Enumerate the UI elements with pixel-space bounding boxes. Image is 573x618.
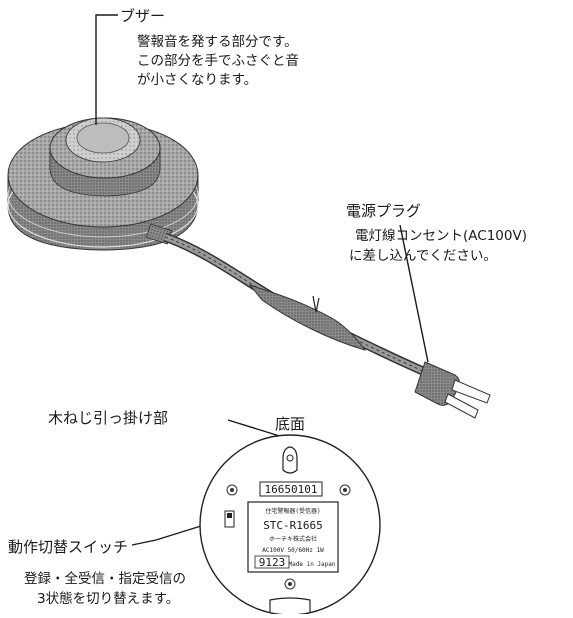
buzzer-desc-line1: 警報音を発する部分です。 xyxy=(137,33,298,50)
screw-boss-right xyxy=(339,484,351,496)
buzzer-device xyxy=(7,117,199,251)
buzzer-desc-line3: が小さくなります。 xyxy=(137,72,257,88)
bottom-view: 16650101 住宅警報器(受信器) STC-R1665 ホーチキ株式会社 A… xyxy=(199,434,381,616)
mode-switch[interactable] xyxy=(224,510,235,528)
screw-hook-label: 木ねじ引っ掛け部 xyxy=(48,409,168,427)
plug-desc-line2: に差し込んでください。 xyxy=(349,248,497,264)
power-cord xyxy=(145,223,427,377)
power-plug xyxy=(414,361,491,419)
plate-model: STC-R1665 xyxy=(263,519,323,532)
serial-number: 16650101 xyxy=(265,483,318,496)
plug-desc-line1: 電灯線コンセント(AC100V) xyxy=(355,228,527,244)
plug-leader xyxy=(399,224,429,363)
serial-label xyxy=(259,481,323,497)
switch-desc-line2: 3状態を切り替えます。 xyxy=(37,591,179,607)
plate-line1: 住宅警報器(受信器) xyxy=(265,507,320,515)
screw-hook xyxy=(282,446,298,474)
bottom-title: 底面 xyxy=(275,415,305,433)
buzzer-leader xyxy=(95,14,118,125)
leader-lines xyxy=(95,14,429,546)
buzzer-desc-line2: この部分を手でふさぐと音 xyxy=(137,52,299,69)
screw-boss-left xyxy=(226,484,238,496)
plate-made: Made in Japan xyxy=(289,561,336,568)
plate-spec: AC100V 50/60Hz 1W xyxy=(262,547,324,554)
buzzer-title: ブザー xyxy=(120,7,165,25)
screw-boss-bottom xyxy=(284,578,296,590)
plug-title: 電源プラグ xyxy=(346,202,421,220)
switch-desc-line1: 登録・全受信・指定受信の xyxy=(24,570,186,587)
plate-maker: ホーチキ株式会社 xyxy=(269,535,317,543)
screw-leader xyxy=(227,419,287,439)
switch-label: 動作切替スイッチ xyxy=(8,538,128,556)
plate-code: 9123 xyxy=(259,556,286,569)
